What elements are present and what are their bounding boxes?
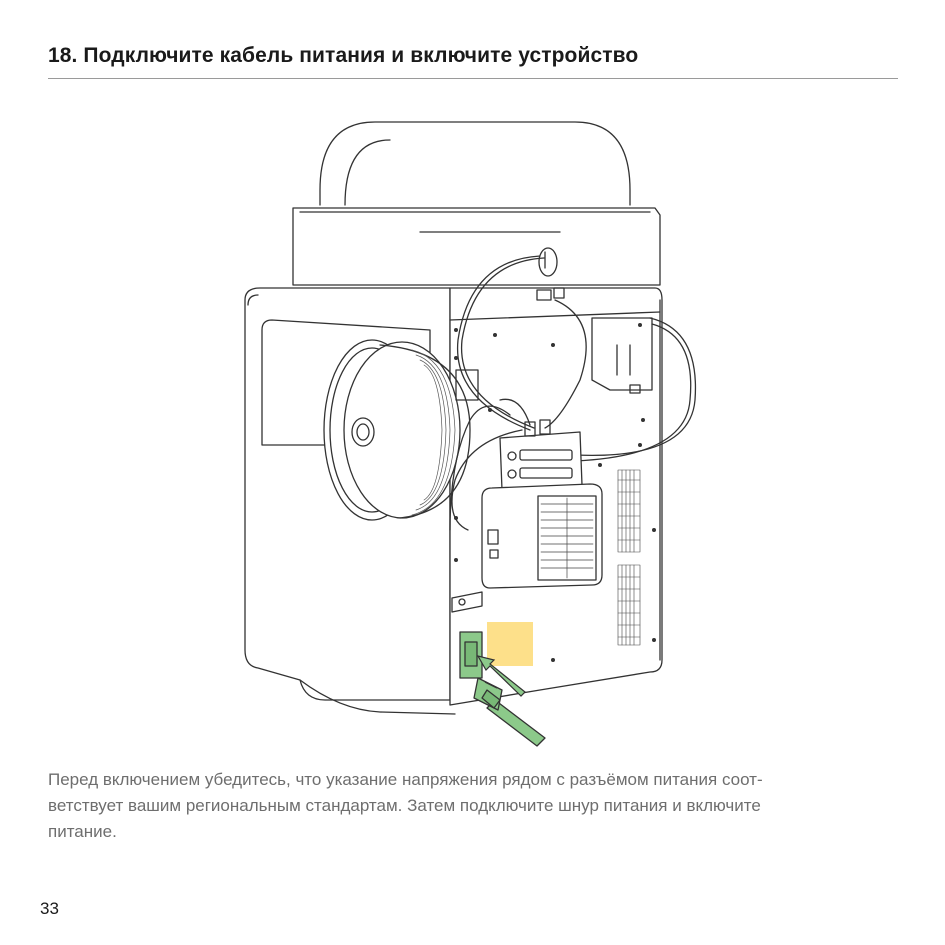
vent-lower — [617, 564, 641, 646]
instruction-text: Перед включением убедитесь, что указание… — [48, 767, 898, 845]
hub-module — [499, 431, 583, 491]
insert-arrow — [476, 655, 526, 697]
body-line-3: питание. — [48, 822, 117, 841]
voltage-label — [487, 622, 533, 666]
title-divider — [48, 78, 898, 79]
spool-hub — [351, 417, 375, 447]
ptfe-tube-3 — [574, 317, 697, 457]
page-title: 18. Подключите кабель питания и включите… — [48, 44, 639, 67]
buffer-box — [591, 317, 653, 391]
ptfe-tube-2 — [544, 299, 587, 429]
page-number: 33 — [40, 899, 59, 918]
vent-upper — [617, 469, 641, 553]
top-box — [292, 207, 661, 286]
top-hood — [319, 121, 631, 206]
body-line-2: ветствует вашим региональным стандартам.… — [48, 796, 761, 815]
body-line-1: Перед включением убедитесь, что указание… — [48, 770, 763, 789]
